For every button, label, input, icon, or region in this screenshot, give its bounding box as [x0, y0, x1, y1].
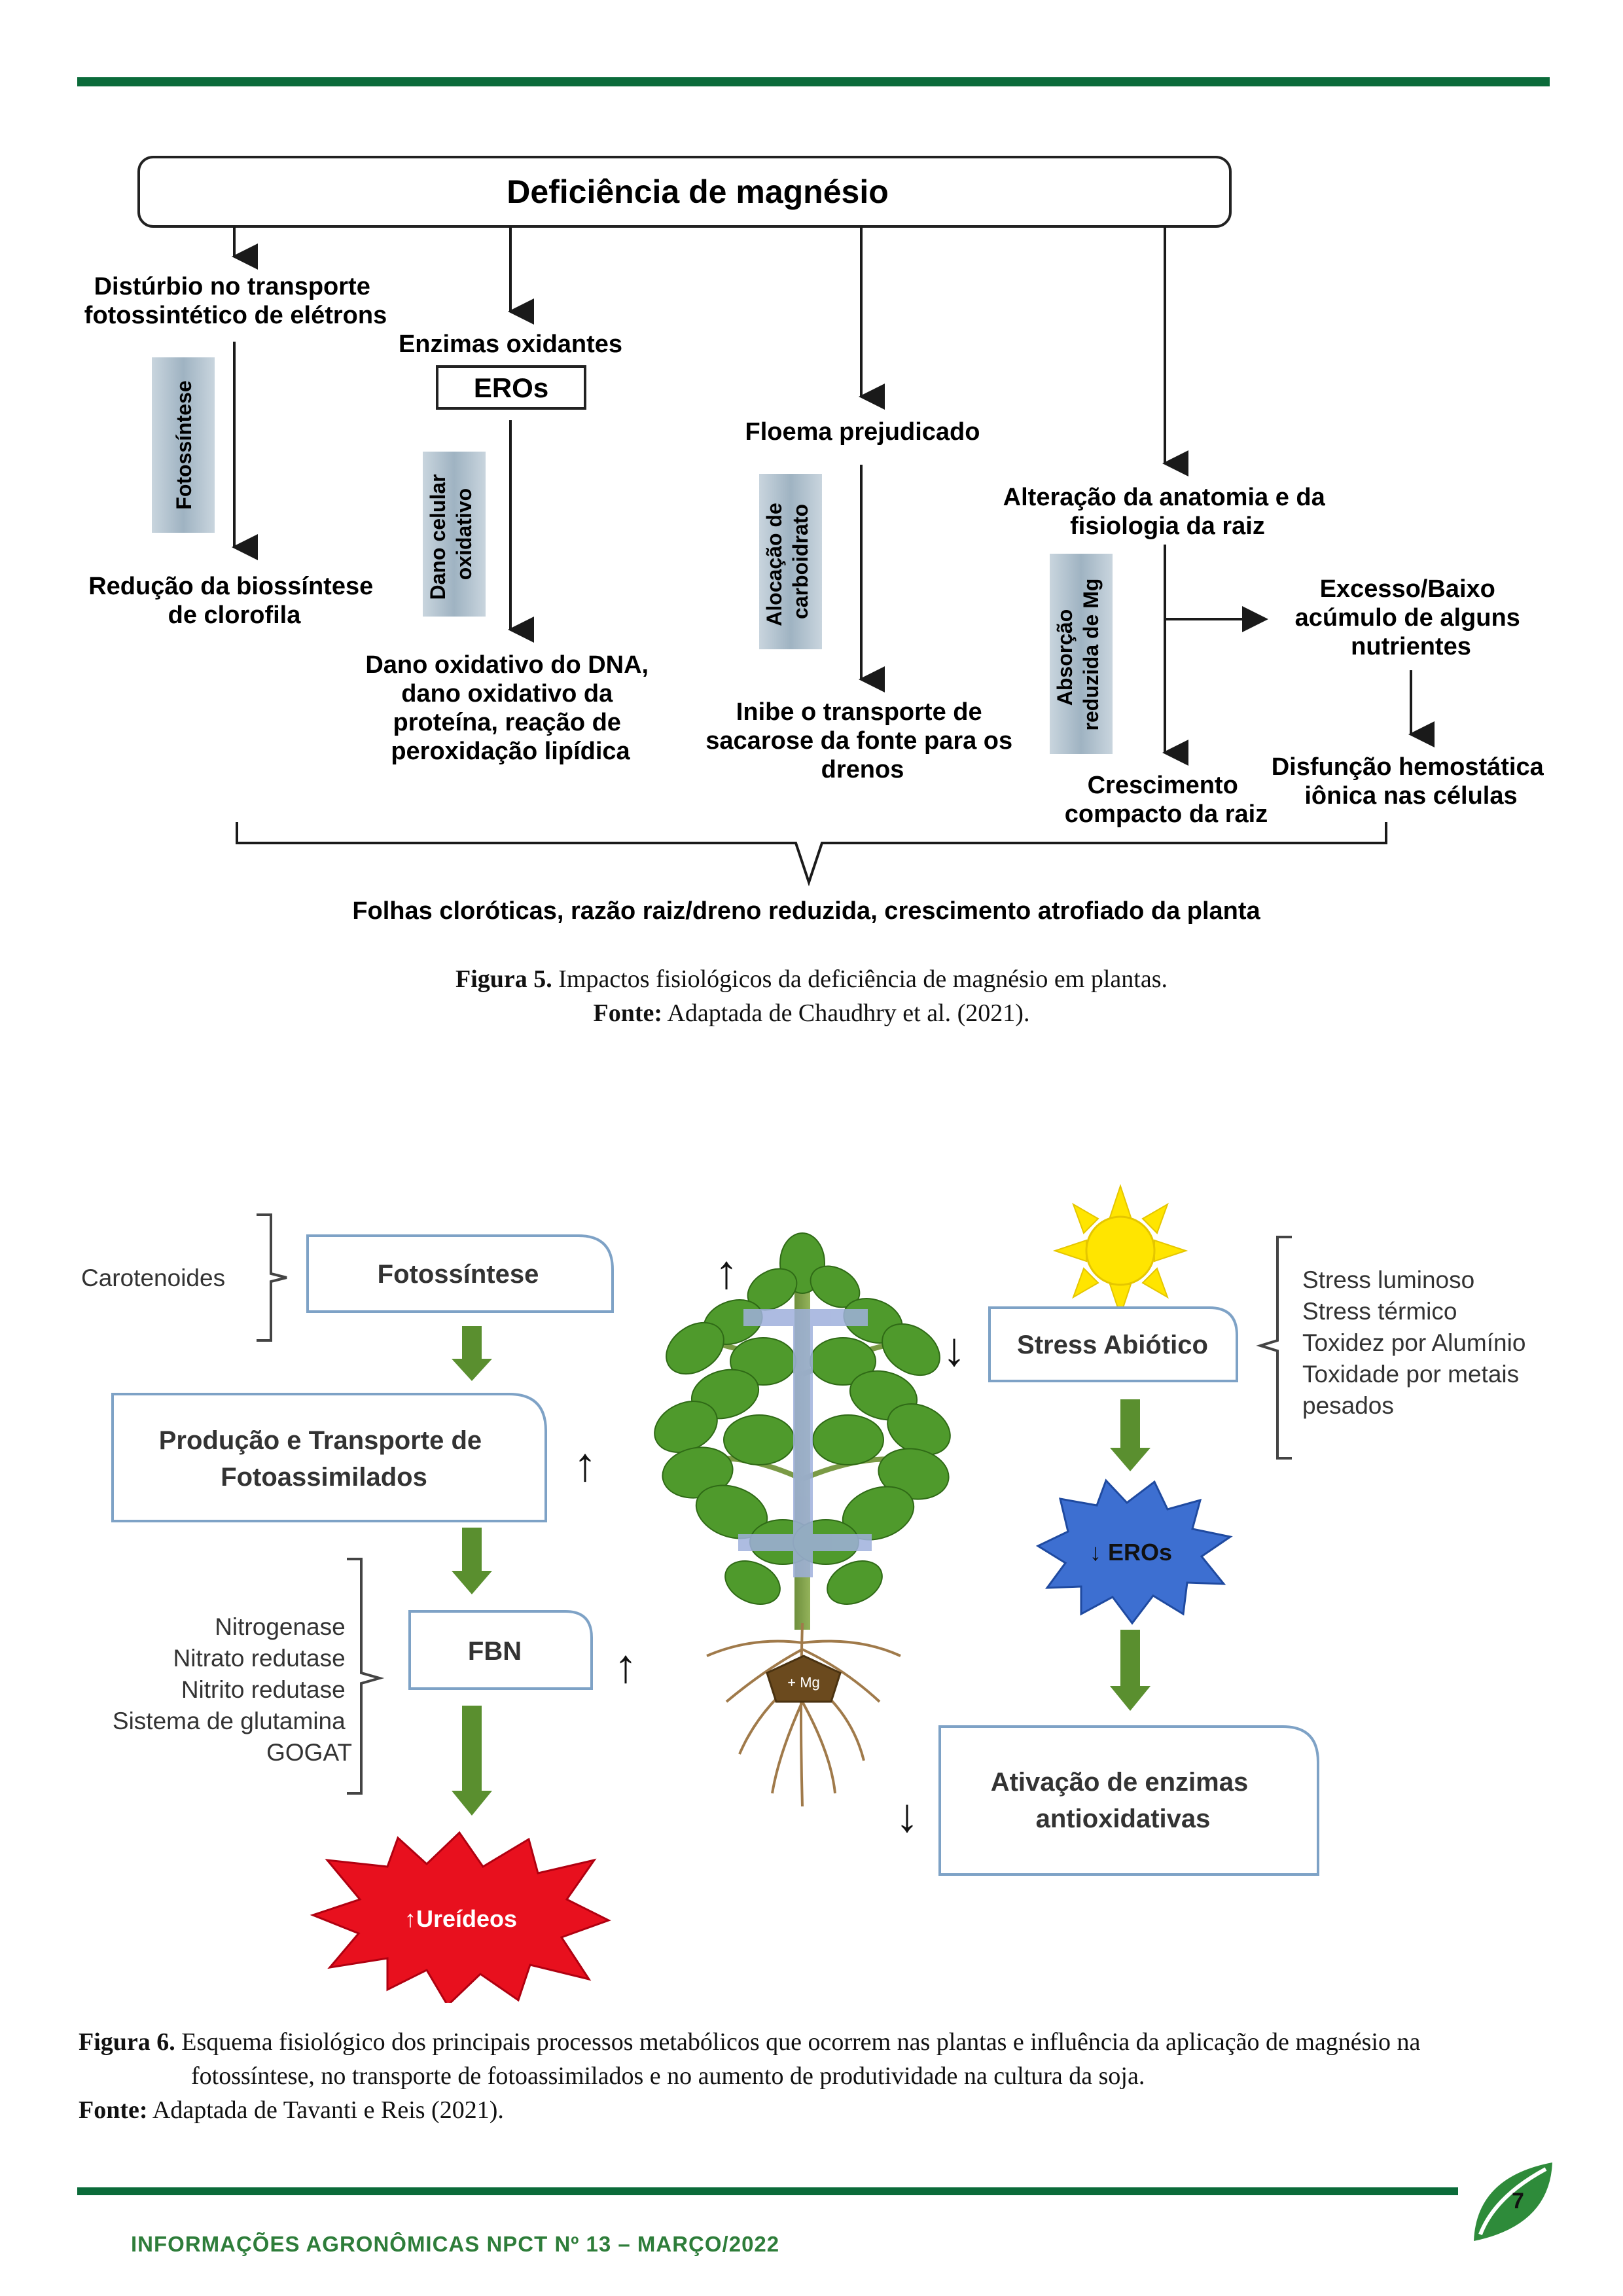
fig5-caption-text: Impactos fisiológicos da deficiência de …	[552, 965, 1168, 993]
fig6-ativacao-label: Ativação de enzimas antioxidativas	[991, 1768, 1256, 1833]
fig6-soybean-plant: ↑	[654, 1232, 951, 1807]
fig6-fbn-box	[408, 1610, 593, 1690]
fig5-col3-bar-label: Alocação de carboidrato	[762, 497, 812, 626]
fig6-carotenoides: Carotenoides	[81, 1265, 225, 1291]
fig6-down-arrow-stress: ↓	[942, 1323, 966, 1376]
sun-icon	[1052, 1183, 1188, 1318]
page-number: 7	[1512, 2189, 1524, 2214]
fig6-brace-stress	[1256, 1236, 1292, 1460]
figure-5-diagram: Deficiência de magnésio Distúrbio no tra…	[84, 156, 1551, 925]
fig6-fotossintese-label: Fotossíntese	[378, 1260, 539, 1289]
fig6-caption: Figura 6. Esquema fisiológico dos princi…	[79, 2025, 1551, 2127]
fig5-brace	[236, 822, 1387, 887]
fig5-eros-box	[436, 365, 586, 410]
fig5-source-label: Fonte:	[593, 999, 663, 1027]
fig5-conclusion: Folhas cloróticas, razão raiz/dreno redu…	[352, 897, 1260, 925]
fig5-col2-bar	[423, 452, 486, 617]
fig6-caption-label: Figura 6.	[79, 2028, 175, 2056]
fig6-eros-label: ↓ EROs	[1090, 1539, 1172, 1566]
fig6-stress-box	[988, 1306, 1238, 1382]
fig5-col3-bottom: Inibe o transporte de sacarose da fonte …	[705, 698, 1019, 783]
fig5-col3-top: Floema prejudicado	[745, 418, 980, 446]
fig5-col2-bottom: Dano oxidativo do DNA, dano oxidativo da…	[365, 651, 655, 765]
fig6-up-arrow-plant: ↑	[715, 1246, 738, 1299]
fig6-mg-label: + Mg	[787, 1674, 820, 1691]
fig6-stress-label: Stress Abiótico	[1017, 1331, 1208, 1359]
fig6-up-arrow-fbn: ↑	[614, 1640, 637, 1693]
fig6-down-arrow-ativacao: ↓	[895, 1789, 919, 1842]
fig6-green-arrow-4	[1110, 1399, 1150, 1471]
fig6-green-arrow-3	[452, 1706, 492, 1816]
fig5-col1-bar	[152, 357, 215, 533]
leaf-logo-icon	[1474, 2162, 1552, 2241]
fig5-title-box	[137, 156, 1232, 228]
fig6-source-text: Adaptada de Tavanti e Reis (2021).	[147, 2096, 504, 2124]
fig6-brace-enzymes	[347, 1558, 385, 1795]
fig6-green-arrow-1	[452, 1326, 492, 1381]
fig6-fbn-label: FBN	[468, 1637, 522, 1666]
fig5-source-text: Adaptada de Chaudhry et al. (2021).	[662, 999, 1030, 1027]
fig6-fotossintese-box	[306, 1234, 614, 1313]
fig6-caption-text: Esquema fisiológico dos principais proce…	[175, 2028, 1421, 2056]
fig5-col1-top: Distúrbio no transporte fotossintético d…	[84, 273, 387, 329]
fig5-title: Deficiência de magnésio	[507, 173, 889, 210]
fig5-caption-label: Figura 5.	[455, 965, 552, 993]
fig6-up-arrow-producao: ↑	[573, 1439, 597, 1491]
fig6-source-label: Fonte:	[79, 2096, 148, 2124]
fig5-col2-top: Enzimas oxidantes	[399, 331, 622, 358]
fig6-caption-text2: fotossíntese, no transporte de fotoassim…	[191, 2062, 1145, 2090]
fig6-green-arrow-2	[452, 1528, 492, 1594]
figure-6-diagram: Carotenoides Fotossíntese Produção e Tra…	[81, 1183, 1533, 2003]
fig5-col4-side: Excesso/Baixo acúmulo de alguns nutrient…	[1295, 575, 1527, 660]
fig6-green-arrow-5	[1110, 1630, 1150, 1711]
footer-rule	[77, 2187, 1458, 2195]
footer-journal: INFORMAÇÕES AGRONÔMICAS NPCT Nº 13 – MAR…	[131, 2232, 780, 2256]
fig6-stress-list: Stress luminoso Stress térmico Toxidez p…	[1302, 1266, 1533, 1419]
fig6-producao-label: Produção e Transporte de Fotoassimilados	[159, 1426, 490, 1492]
header-rule	[77, 77, 1550, 86]
fig6-ureideos-burst	[310, 1831, 611, 2003]
fig5-col2-bar-label: Dano celular oxidativo	[426, 469, 476, 600]
fig5-col4-bar-label: Absorção reduzida de Mg	[1053, 579, 1103, 731]
fig5-col4-side-bottom: Disfunção hemostática iônica nas células	[1272, 753, 1551, 810]
fig5-eros-label: EROs	[474, 372, 548, 403]
fig5-col4-top: Alteração da anatomia e da fisiologia da…	[1003, 484, 1332, 540]
fig5-col1-bottom: Redução da biossíntese de clorofila	[88, 573, 380, 629]
fig5-col3-bar	[759, 474, 822, 649]
fig6-mg-badge	[766, 1655, 842, 1703]
fig5-col4-bar	[1050, 554, 1113, 754]
fig6-eros-burst	[1035, 1479, 1233, 1625]
fig6-ureideos-label: ↑Ureídeos	[404, 1905, 517, 1932]
fig6-enzymes-list: Nitrogenase Nitrato redutase Nitrito red…	[113, 1613, 352, 1766]
fig5-col1-bar-label: Fotossíntese	[172, 380, 196, 509]
fig6-producao-box	[111, 1393, 547, 1522]
fig6-brace-carotenoides	[257, 1213, 287, 1342]
fig6-ativacao-box	[938, 1725, 1319, 1876]
fig5-caption: Figura 5. Impactos fisiológicos da defic…	[0, 962, 1623, 1030]
fig5-col4-bottom: Crescimento compacto da raiz	[1065, 772, 1268, 828]
